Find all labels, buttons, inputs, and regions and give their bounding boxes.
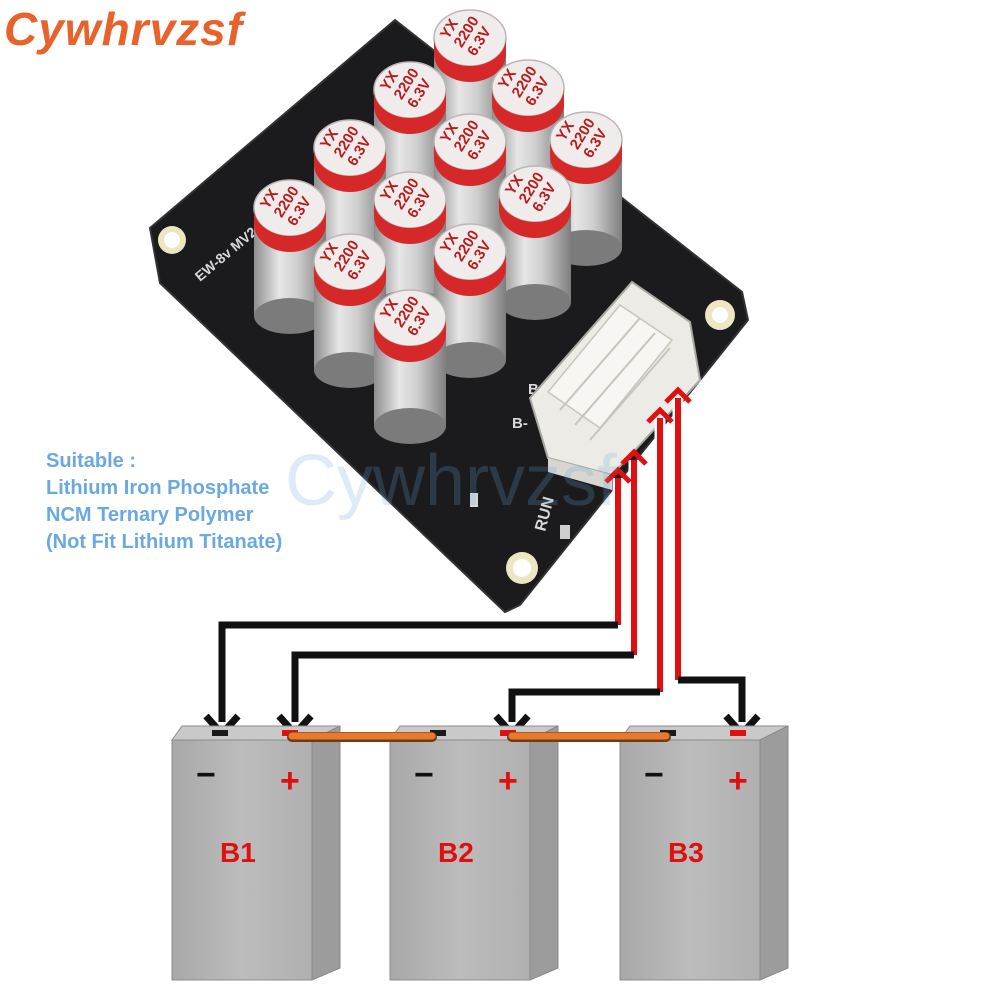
smd-component — [470, 493, 478, 507]
smd-component — [560, 525, 570, 539]
brand-logo-text: Cywhrvzsf — [4, 3, 244, 55]
capacitor: YX22006.3V — [433, 223, 507, 378]
plus-sign: + — [728, 762, 748, 800]
plus-sign: + — [280, 762, 300, 800]
wire-black-b1-positive — [291, 651, 634, 722]
positive-terminal — [500, 730, 516, 736]
negative-terminal — [212, 730, 228, 736]
battery-label: B2 — [438, 837, 474, 868]
note-line: Lithium Iron Phosphate — [46, 477, 270, 499]
pin-arrow — [620, 448, 648, 466]
battery-bank: − + B1 − + B2 − + B3 — [171, 725, 789, 981]
positive-terminal — [730, 730, 746, 736]
note-line: (Not Fit Lithium Titanate) — [46, 531, 283, 553]
battery-b1: − + B1 — [171, 725, 341, 981]
suitability-notes: Suitable : Lithium Iron Phosphate NCM Te… — [46, 448, 282, 556]
battery-b3: − + B3 — [619, 725, 789, 981]
note-line: NCM Ternary Polymer — [46, 504, 254, 526]
negative-terminal — [430, 730, 446, 736]
wire-black-b1-negative — [218, 621, 618, 722]
wire-black-b3-positive — [678, 676, 746, 722]
connector-block — [528, 280, 702, 490]
capacitor-array: YX22006.3VYX22006.3VYX22006.3VYX22006.3V… — [253, 9, 623, 444]
minus-sign: − — [196, 756, 216, 794]
pin-arrow — [646, 406, 674, 424]
pin-arrow — [664, 386, 692, 404]
b-label: B — [528, 381, 539, 398]
capacitor: YX22006.3V — [373, 289, 447, 444]
wire-black-b2-positive — [508, 688, 660, 722]
capacitor: YX22006.3V — [498, 165, 572, 320]
b-minus-label: B- — [512, 415, 528, 432]
minus-sign: − — [644, 756, 664, 794]
battery-label: B3 — [668, 837, 704, 868]
battery-label: B1 — [220, 837, 256, 868]
capacitor: YX22006.3V — [253, 179, 327, 334]
note-line: Suitable : — [46, 450, 137, 472]
battery-b2: − + B2 — [389, 725, 559, 981]
minus-sign: − — [414, 756, 434, 794]
pin-arrow — [604, 466, 632, 484]
plus-sign: + — [498, 762, 518, 800]
